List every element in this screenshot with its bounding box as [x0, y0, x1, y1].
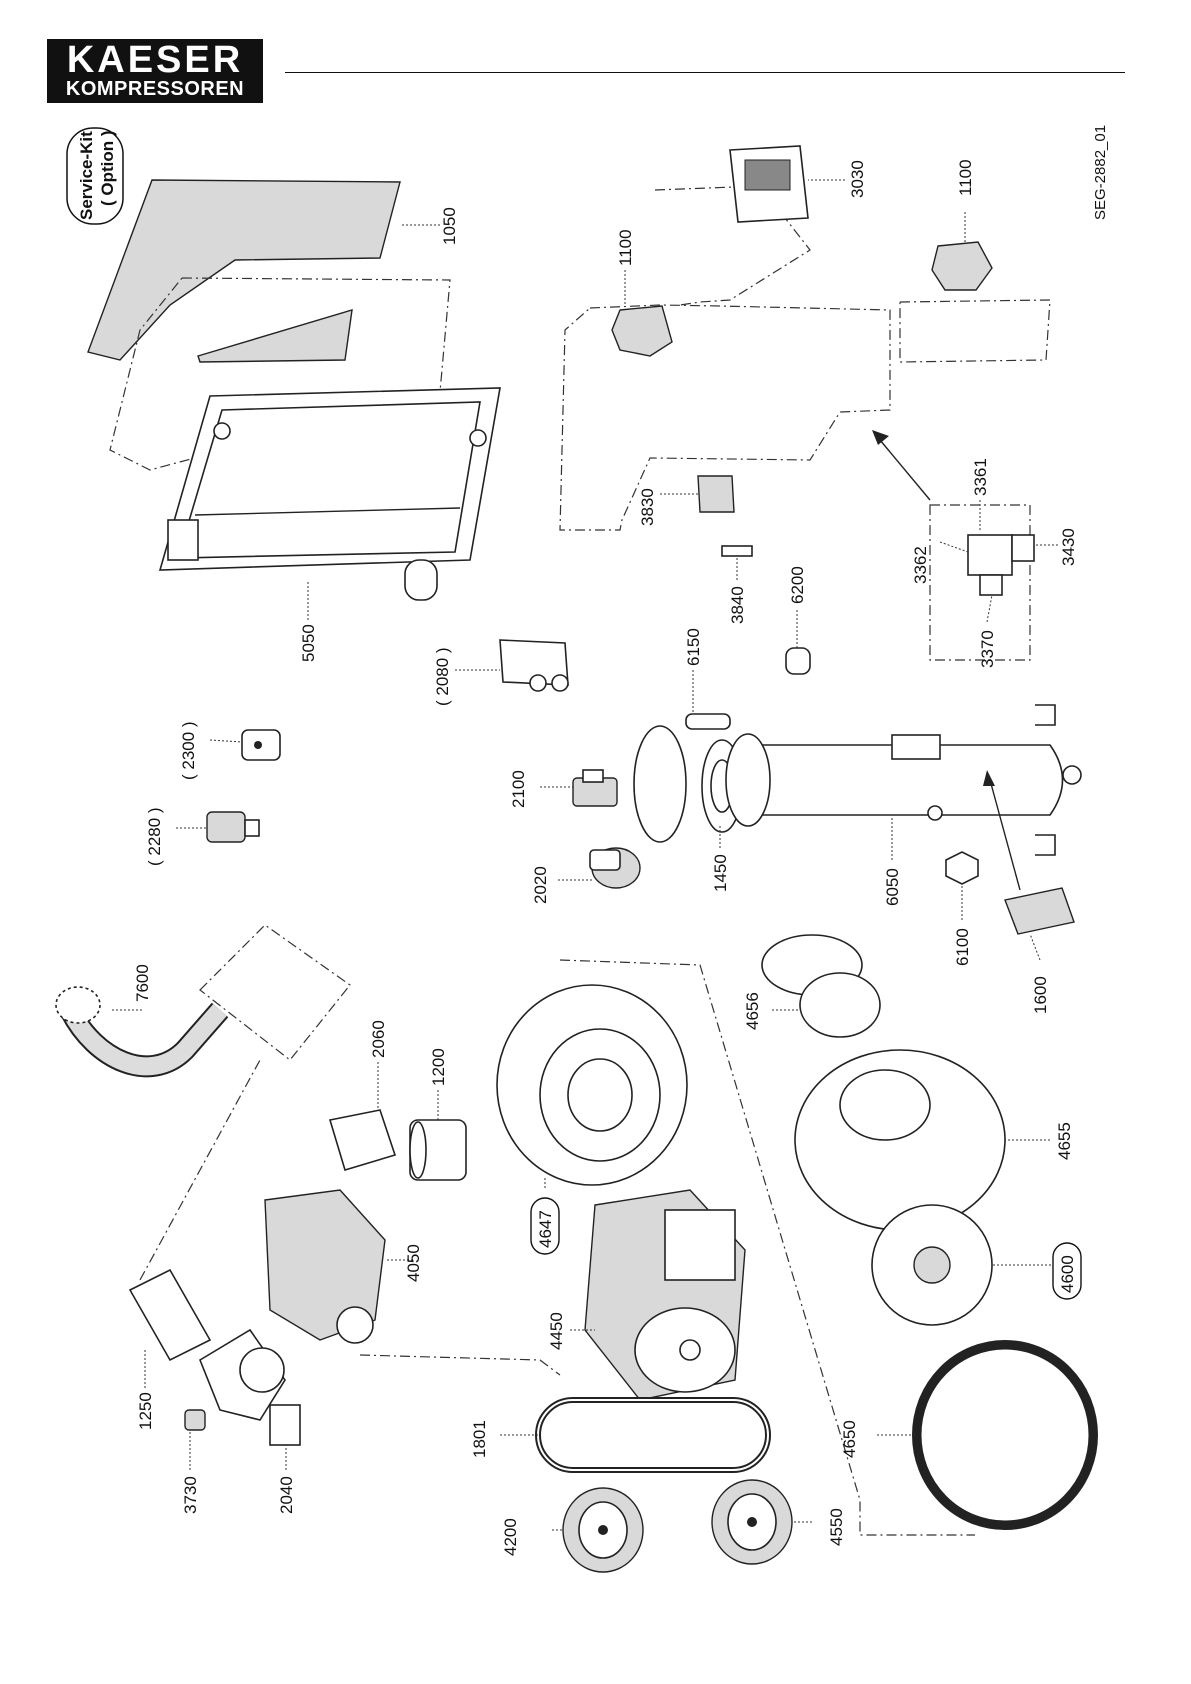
label-1200: 1200 — [429, 1048, 448, 1086]
label-5050: 5050 — [299, 624, 318, 662]
label-3030: 3030 — [848, 160, 867, 198]
label-7600: 7600 — [133, 964, 152, 1002]
fan-sleeve-4656 — [762, 935, 880, 1037]
label-4600: 4600 — [1058, 1255, 1077, 1293]
label-4550: 4550 — [827, 1508, 846, 1546]
fan-cowl-4647 — [497, 985, 687, 1185]
pulley-4200 — [563, 1488, 643, 1572]
label-3370: 3370 — [978, 630, 997, 668]
pulley-4550 — [712, 1480, 792, 1564]
valve-block-2060 — [330, 1110, 395, 1170]
label-4655: 4655 — [1055, 1122, 1074, 1160]
arrow-to-cabinet — [872, 430, 930, 500]
filter-pad-1100b — [932, 242, 992, 290]
separator-tank-6050 — [726, 705, 1081, 855]
label-6200: 6200 — [788, 566, 807, 604]
relay-3830 — [698, 476, 734, 512]
label-1450: 1450 — [711, 854, 730, 892]
label-1100-right: 1100 — [956, 159, 975, 196]
label-4656: 4656 — [743, 992, 762, 1030]
label-2080: ( 2080 ) — [433, 647, 452, 706]
leader-lines — [110, 180, 1058, 1530]
valve-2100 — [573, 770, 617, 806]
label-1050: 1050 — [440, 207, 459, 245]
label-3361: 3361 — [971, 458, 990, 496]
alignment-line-drive — [360, 1355, 560, 1375]
label-3362: 3362 — [911, 546, 930, 584]
label-1250: 1250 — [136, 1392, 155, 1430]
service-kit-callout: Service-Kit ( Option ) — [67, 128, 123, 224]
airend-4050 — [265, 1190, 385, 1343]
label-3840: 3840 — [728, 586, 747, 624]
label-1600: 1600 — [1031, 976, 1050, 1014]
label-3430: 3430 — [1059, 528, 1078, 566]
label-4450: 4450 — [547, 1312, 566, 1350]
label-6150: 6150 — [684, 628, 703, 666]
fan-housing-4655 — [795, 1050, 1005, 1230]
belt-1801 — [538, 1400, 768, 1470]
intake-filter-1250 — [130, 1060, 260, 1360]
service-kit-option: ( Option ) — [98, 130, 117, 206]
fan-ring-4650 — [917, 1345, 1093, 1525]
label-2100: 2100 — [509, 770, 528, 808]
label-4050: 4050 — [404, 1244, 423, 1282]
valve-block-2080 — [500, 640, 568, 691]
label-2300: ( 2300 ) — [179, 721, 198, 780]
label-4650: 4650 — [840, 1420, 859, 1458]
service-kit-title: Service-Kit — [77, 131, 96, 220]
intake-controller-2040 — [200, 1330, 300, 1445]
pressure-switch-6150 — [686, 714, 730, 729]
label-6050: 6050 — [883, 868, 902, 906]
label-4647: 4647 — [536, 1210, 555, 1248]
label-3730: 3730 — [181, 1476, 200, 1514]
motor-4450 — [585, 1190, 745, 1400]
oil-filter-1200 — [410, 1120, 466, 1180]
label-2280: ( 2280 ) — [145, 807, 164, 866]
label-1100-cabinet: 1100 — [616, 229, 635, 266]
sensor-2280 — [207, 812, 259, 842]
valve-1600 — [1005, 888, 1074, 934]
cooler-frame-5050 — [160, 388, 500, 600]
gauge-6200 — [786, 648, 810, 674]
label-3830: 3830 — [638, 488, 657, 526]
fan-wheel-4600 — [872, 1205, 992, 1325]
label-2040: 2040 — [277, 1476, 296, 1514]
plug-3730 — [185, 1410, 205, 1430]
plug-6100 — [946, 852, 978, 884]
label-4200: 4200 — [501, 1518, 520, 1556]
intake-hose-7600 — [56, 925, 350, 1066]
controller-3030 — [730, 146, 808, 222]
label-2060: 2060 — [369, 1020, 388, 1058]
drawing-code: SEG-2882_01 — [1092, 125, 1109, 220]
valve-2020 — [590, 848, 640, 888]
valve-2300 — [242, 730, 280, 760]
clip-3840 — [722, 546, 752, 556]
label-2020: 2020 — [531, 866, 550, 904]
filter-pad-1100a — [612, 306, 672, 356]
label-6100: 6100 — [953, 928, 972, 966]
label-1801: 1801 — [470, 1420, 489, 1458]
